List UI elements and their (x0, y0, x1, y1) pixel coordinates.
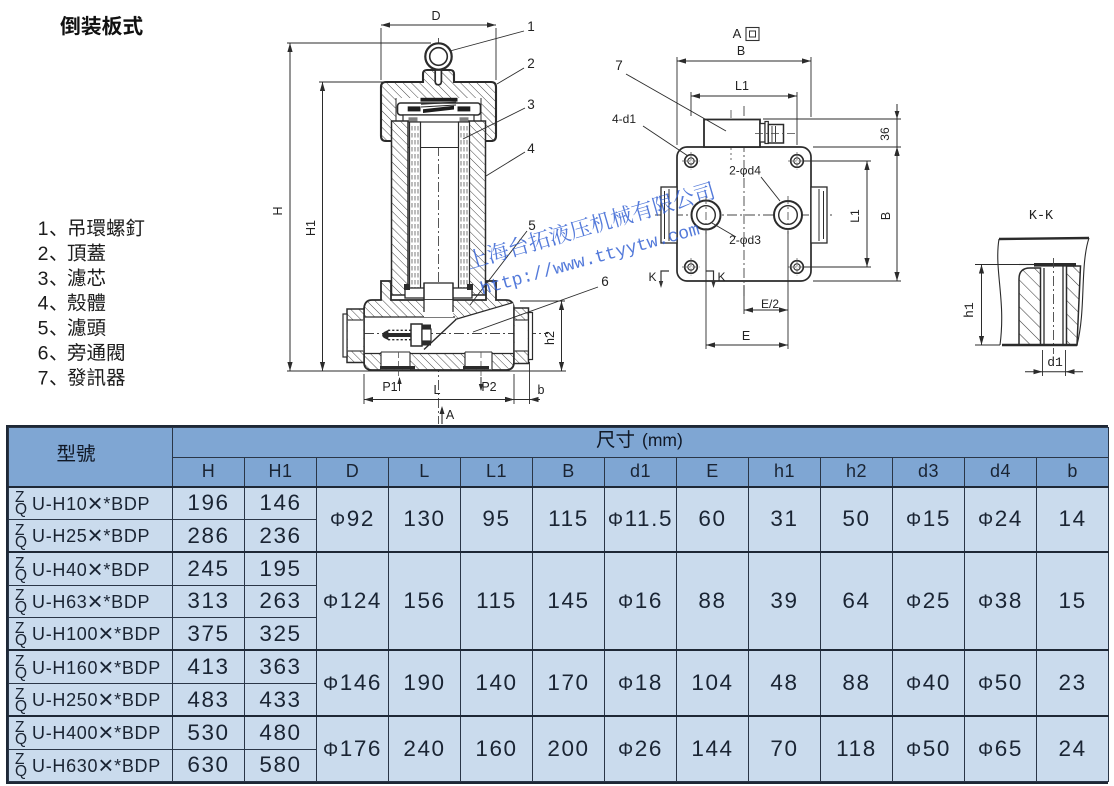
svg-text:6: 6 (38, 343, 49, 365)
svg-text:h1: h1 (962, 302, 977, 318)
svg-text:1: 1 (527, 19, 535, 34)
svg-text:3: 3 (38, 268, 49, 290)
svg-text:B: B (737, 44, 745, 58)
svg-text:D: D (431, 9, 440, 23)
svg-text:4: 4 (38, 293, 49, 315)
svg-text:(mm): (mm) (642, 430, 683, 450)
svg-text:7: 7 (38, 367, 49, 389)
svg-text:P2: P2 (481, 380, 496, 394)
svg-text:b: b (538, 383, 545, 397)
svg-text:6: 6 (601, 274, 609, 289)
svg-text:7: 7 (615, 58, 623, 73)
svg-text:4: 4 (527, 141, 535, 156)
svg-text:3: 3 (527, 97, 535, 112)
svg-text:H1: H1 (304, 220, 318, 236)
svg-text:B: B (879, 212, 893, 220)
svg-text:P1: P1 (382, 380, 397, 394)
svg-text:L1: L1 (848, 209, 862, 223)
svg-text:A: A (446, 408, 455, 422)
svg-text:K: K (717, 270, 725, 284)
svg-text:2-φd3: 2-φd3 (729, 233, 761, 247)
svg-text:h2: h2 (543, 331, 557, 345)
svg-text:2-φd4: 2-φd4 (729, 164, 761, 178)
svg-text:2: 2 (38, 243, 49, 265)
svg-text:A: A (733, 26, 742, 41)
svg-text:K: K (648, 270, 656, 284)
svg-text:E/2: E/2 (761, 297, 779, 311)
svg-text:H: H (271, 206, 285, 215)
svg-text:K-K: K-K (1029, 209, 1054, 224)
svg-text:L1: L1 (735, 79, 749, 93)
svg-text:d1: d1 (1047, 355, 1063, 370)
svg-text:5: 5 (38, 318, 49, 340)
svg-text:4-d1: 4-d1 (612, 112, 636, 126)
svg-text:E: E (742, 329, 750, 343)
svg-text:36: 36 (878, 127, 892, 141)
svg-text:L: L (434, 383, 441, 397)
svg-text:2: 2 (527, 56, 535, 71)
svg-text:1: 1 (38, 218, 49, 240)
svg-text:5: 5 (528, 218, 536, 233)
